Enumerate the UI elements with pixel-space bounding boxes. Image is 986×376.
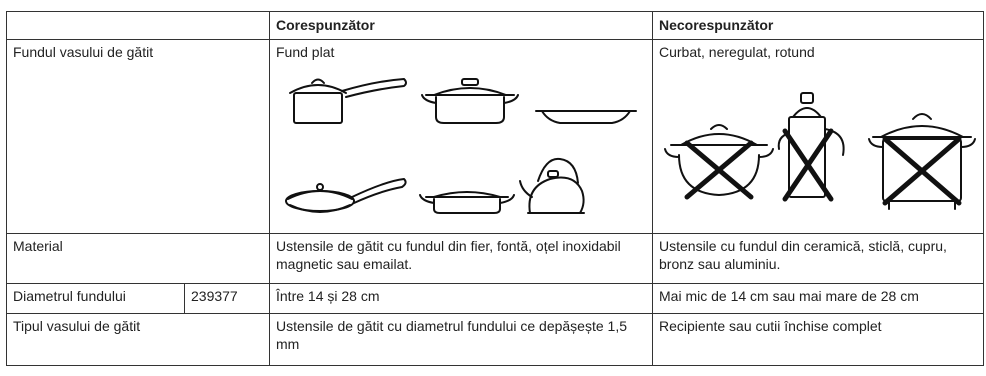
dutch-oven-icon [421, 78, 519, 124]
suitable-cell: Între 14 și 28 cm [269, 283, 653, 314]
round-pot-crossed-icon [664, 124, 774, 200]
unsuitable-text: Curbat, neregulat, rotund [659, 44, 815, 60]
unsuitable-cell: Ustensile cu fundul din ceramică, sticlă… [652, 233, 984, 284]
table-row: Tipul vasului de gătit Ustensile de găti… [6, 313, 984, 366]
header-suitable: Corespunzător [269, 11, 653, 40]
coffee-pot-crossed-icon [777, 92, 845, 202]
table-row: Diametrul fundului 239377 Între 14 și 28… [6, 283, 984, 314]
frying-pan-icon [285, 178, 407, 213]
row-label: Fundul vasului de gătit [6, 39, 270, 234]
shallow-pan-icon [419, 191, 515, 214]
row-label: Tipul vasului de gătit [6, 313, 270, 366]
row-label: Material [6, 233, 270, 284]
suitable-cell: Ustensile de gătit cu diametrul fundului… [269, 313, 653, 366]
row-label: Diametrul fundului [6, 283, 185, 314]
tall-pot-crossed-icon [868, 113, 976, 210]
unsuitable-cell: Curbat, neregulat, rotund [652, 39, 984, 234]
header-empty-cell [6, 11, 270, 40]
flat-tray-icon [535, 110, 637, 124]
suitable-text: Fund plat [276, 44, 335, 60]
unsuitable-cell: Recipiente sau cutii închise complet [652, 313, 984, 366]
table-row: Fundul vasului de gătit Fund plat [6, 39, 984, 234]
table-header-row: Corespunzător Necorespunzător [6, 11, 984, 40]
row-code: 239377 [184, 283, 270, 314]
unsuitable-cell: Mai mic de 14 cm sau mai mare de 28 cm [652, 283, 984, 314]
suitable-cell: Fund plat [269, 39, 653, 234]
unsuitable-cookware-illustration [664, 92, 976, 210]
table-row: Material Ustensile de gătit cu fundul di… [6, 233, 984, 284]
saucepan-icon [289, 78, 407, 124]
cookware-table: Corespunzător Necorespunzător Fundul vas… [6, 11, 984, 366]
suitable-cell: Ustensile de gătit cu fundul din fier, f… [269, 233, 653, 284]
header-unsuitable: Necorespunzător [652, 11, 984, 40]
suitable-cookware-illustration [285, 78, 637, 214]
kettle-icon [519, 157, 585, 214]
